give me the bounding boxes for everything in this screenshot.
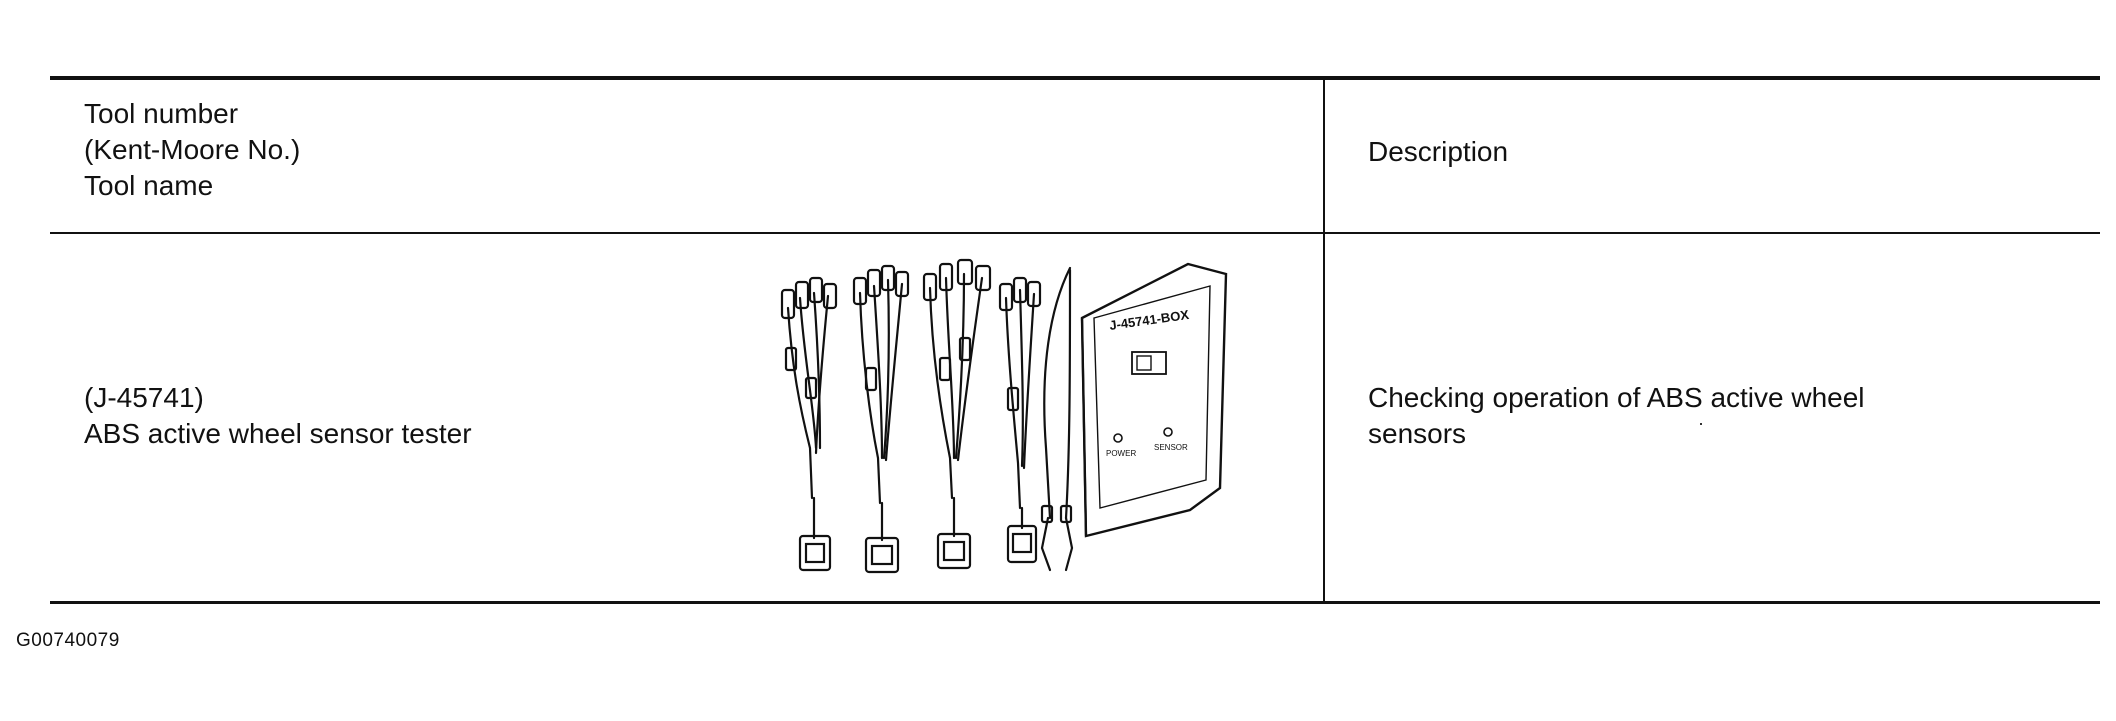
switch-icon: [1131, 351, 1167, 375]
header-tool-cell: Tool number (Kent-Moore No.) Tool name: [84, 96, 300, 204]
header-tool-number: Tool number: [84, 98, 239, 129]
tester-box-icon: J-45741-BOX POWER SENSOR: [1080, 262, 1228, 538]
power-label: POWER: [1106, 449, 1136, 458]
sensor-tester-illustration: J-45741-BOX POWER SENSOR: [780, 258, 1228, 574]
description-line-2: sensors: [1368, 418, 1467, 449]
description-line-1: Checking operation of ABS active wheel: [1368, 382, 1865, 413]
figure-id: G00740079: [16, 630, 120, 651]
row-description-cell: Checking operation of ABS active wheel s…: [1368, 380, 2068, 452]
sensor-led-icon: [1163, 427, 1173, 437]
header-kent-moore-no: (Kent-Moore No.): [84, 134, 301, 165]
table-header-rule: [50, 232, 2100, 234]
table-top-rule: [50, 76, 2100, 80]
scan-speck: [1700, 423, 1702, 425]
table-column-divider: [1323, 78, 1325, 602]
row-tool-cell: (J-45741) ABS active wheel sensor tester: [84, 380, 472, 452]
table-bottom-rule: [50, 601, 2100, 604]
header-description-cell: Description: [1368, 136, 1509, 167]
tool-name: ABS active wheel sensor tester: [84, 418, 472, 449]
sensor-label: SENSOR: [1154, 443, 1188, 452]
header-tool-name: Tool name: [84, 170, 214, 201]
harness-cables-icon: [780, 258, 1074, 574]
power-led-icon: [1113, 433, 1123, 443]
tool-number: (J-45741): [84, 382, 204, 413]
